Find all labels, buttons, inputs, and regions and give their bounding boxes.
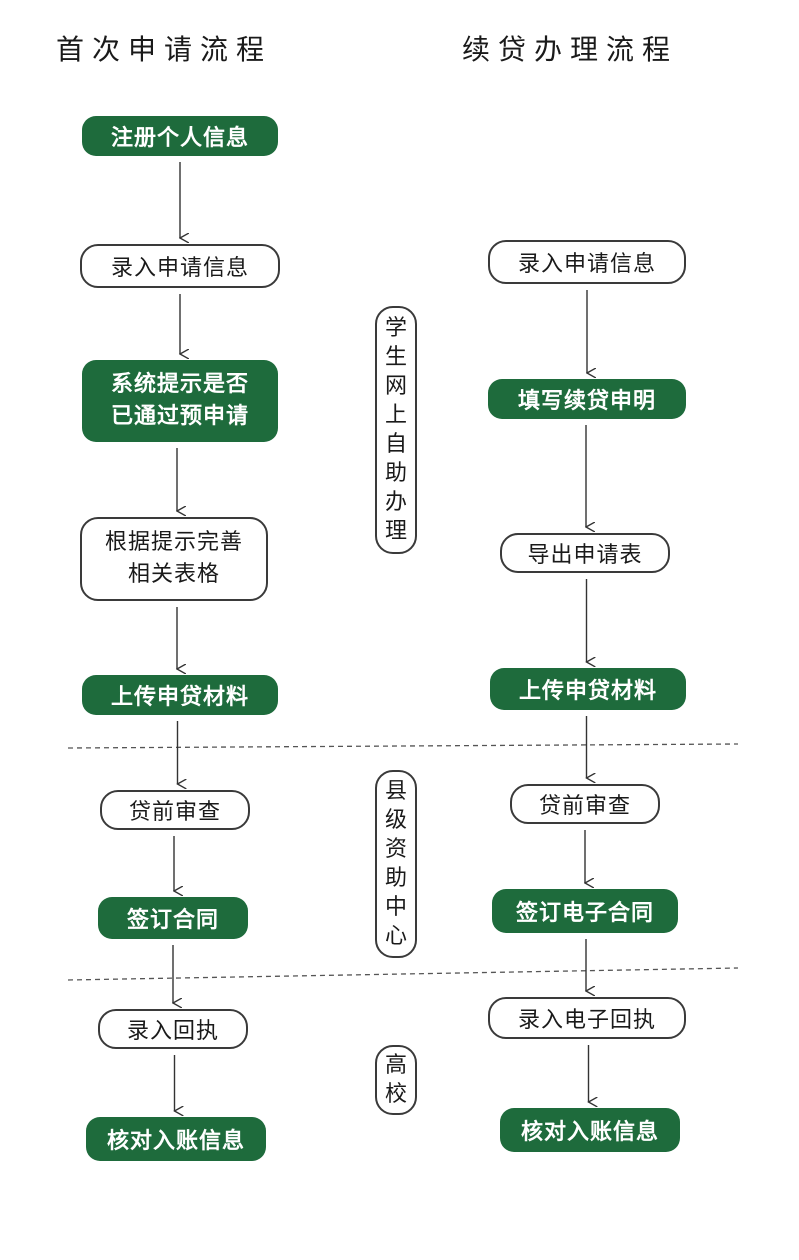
stage-char: 助 xyxy=(384,461,407,486)
left-step-7: 签订合同 xyxy=(98,897,248,939)
stage-char: 上 xyxy=(384,403,407,428)
divider-line-1 xyxy=(67,743,739,749)
right-step-6: 签订电子合同 xyxy=(492,889,678,933)
right-step-5: 贷前审查 xyxy=(510,784,660,824)
stage-char: 县 xyxy=(384,779,407,804)
left-step-9: 核对入账信息 xyxy=(86,1117,266,1161)
stage-char: 学 xyxy=(384,316,407,341)
right-step-3: 导出申请表 xyxy=(500,533,670,573)
stage-char: 理 xyxy=(384,519,407,544)
stage-char: 助 xyxy=(384,866,407,891)
stage-char: 心 xyxy=(384,924,407,949)
right-flow-title: 续贷办理流程 xyxy=(462,33,679,66)
flow-arrows xyxy=(173,162,589,1111)
left-flow-title: 首次申请流程 xyxy=(56,33,273,66)
left-step-8: 录入回执 xyxy=(98,1009,248,1049)
stage-char: 级 xyxy=(384,808,407,833)
stage-char: 网 xyxy=(384,374,407,399)
stage-char: 资 xyxy=(384,837,407,862)
right-step-4: 上传申贷材料 xyxy=(490,668,686,710)
stage-label-university: 高校 xyxy=(375,1045,417,1115)
stage-char: 办 xyxy=(384,490,407,515)
stage-label-online: 学生网上自助办理 xyxy=(375,306,417,554)
divider-line-2 xyxy=(67,967,739,981)
stage-label-county-center: 县级资助中心 xyxy=(375,770,417,958)
stage-char: 高 xyxy=(384,1053,407,1078)
right-step-8: 核对入账信息 xyxy=(500,1108,680,1152)
stage-char: 自 xyxy=(384,432,407,457)
left-step-5: 上传申贷材料 xyxy=(82,675,278,715)
left-step-4: 根据提示完善 相关表格 xyxy=(80,517,268,601)
stage-char: 中 xyxy=(384,895,407,920)
left-step-6: 贷前审查 xyxy=(100,790,250,830)
right-step-2: 填写续贷申明 xyxy=(488,379,686,419)
stage-char: 生 xyxy=(384,345,407,370)
stage-char: 校 xyxy=(384,1082,407,1107)
left-step-1: 注册个人信息 xyxy=(82,116,278,156)
right-step-1: 录入申请信息 xyxy=(488,240,686,284)
left-step-2: 录入申请信息 xyxy=(80,244,280,288)
left-step-3: 系统提示是否 已通过预申请 xyxy=(82,360,278,442)
right-step-7: 录入电子回执 xyxy=(488,997,686,1039)
